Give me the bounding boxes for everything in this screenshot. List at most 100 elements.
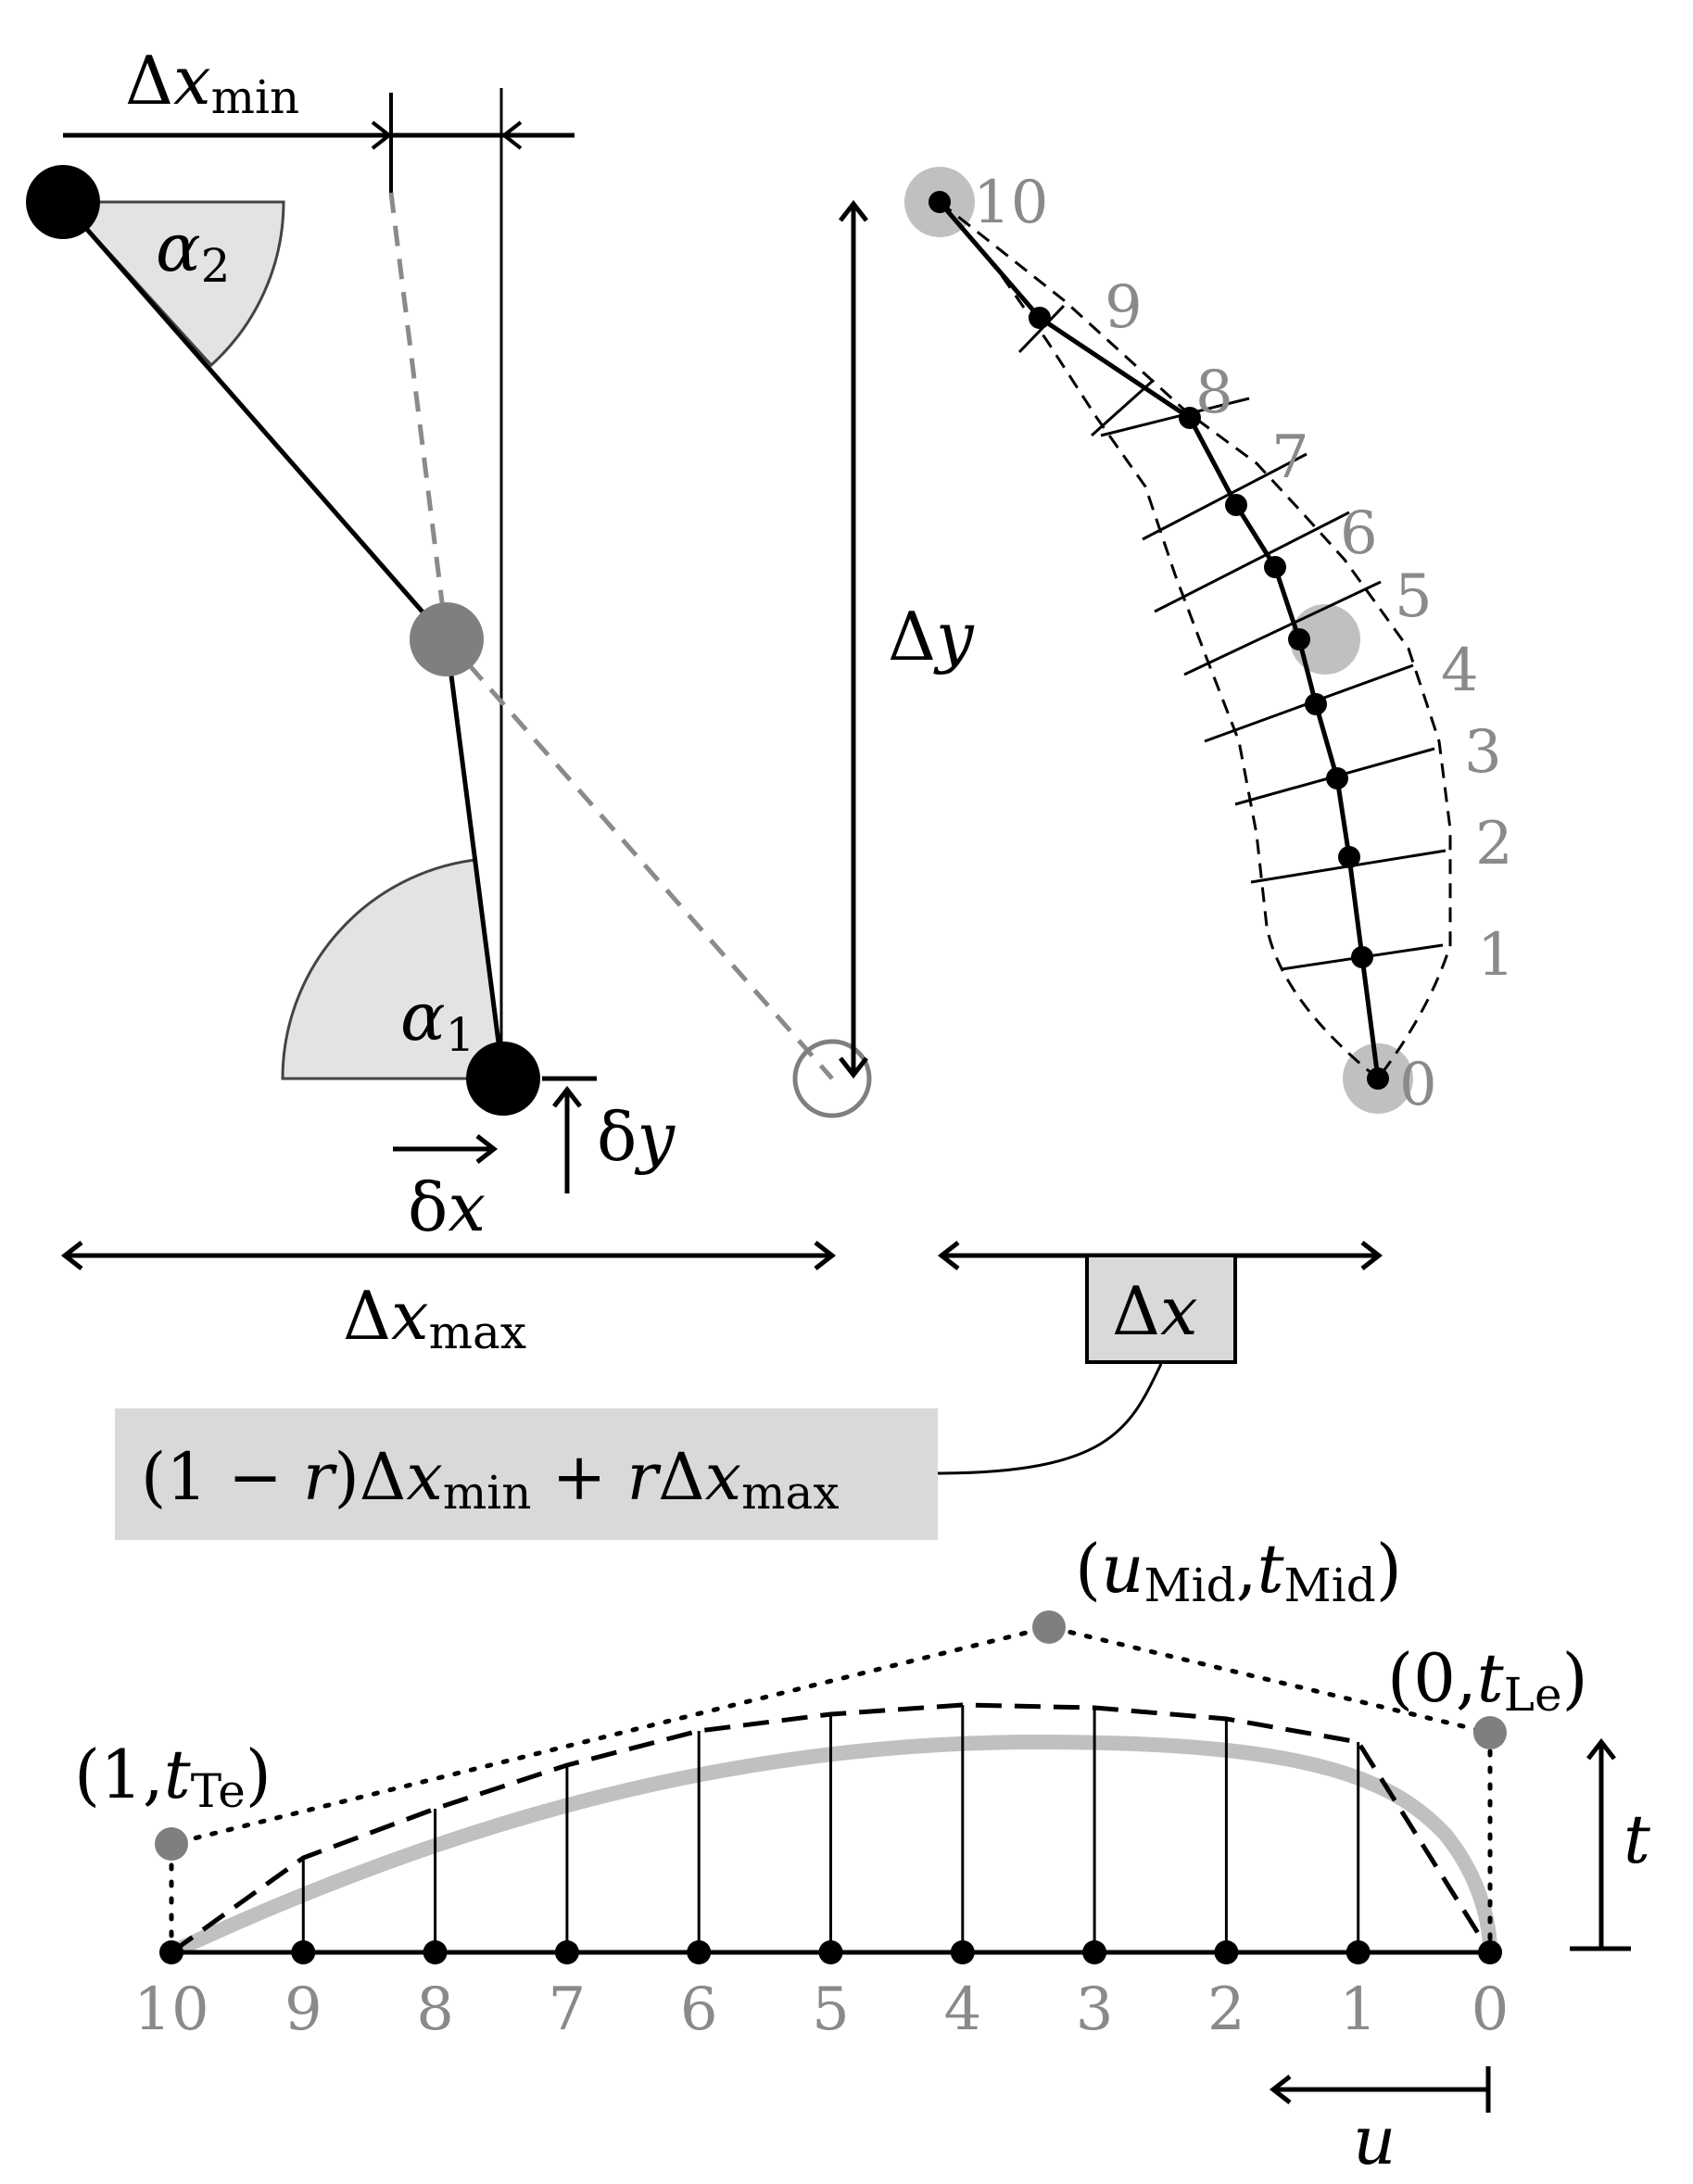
small-dx-label: δx — [408, 1168, 486, 1246]
baseline-point-0 — [159, 1940, 183, 1964]
delta-y-label: Δy — [888, 598, 975, 675]
blade-outline-upper — [939, 200, 1452, 1079]
camber-point-10 — [929, 191, 951, 213]
dx-max-label: Δxmax — [343, 1277, 526, 1359]
camber-point-2 — [1338, 846, 1360, 868]
section-number-0: 0 — [1399, 1051, 1437, 1119]
u-axis-label: u — [1353, 2102, 1396, 2179]
leading-point — [26, 165, 100, 239]
delta-y-arrowhead-bottom — [839, 1056, 868, 1079]
camber-point-3 — [1326, 767, 1348, 789]
le-control-point — [1473, 1716, 1507, 1749]
trailing-point — [466, 1042, 540, 1116]
thickness-verticals — [301, 1705, 1360, 1952]
open-target-point — [792, 1039, 872, 1118]
small-dy-label: δy — [597, 1098, 676, 1176]
section-number-8: 8 — [1195, 359, 1233, 427]
section-number-7: 7 — [1271, 423, 1309, 492]
mid-control-point — [1032, 1610, 1066, 1644]
angle-construction-panel: Δxmin α2 α1 Δy δy δx Δxmax — [26, 42, 975, 1359]
camber-point-8 — [1179, 407, 1201, 429]
baseline-number-0: 0 — [1472, 1976, 1510, 2044]
baseline-point-6 — [950, 1940, 975, 1964]
t-axis-label: t — [1624, 1800, 1651, 1878]
baseline-number-3: 3 — [1076, 1976, 1114, 2044]
alpha1-sector — [281, 858, 505, 1080]
section-number-4: 4 — [1441, 637, 1479, 705]
baseline-number-8: 8 — [416, 1976, 454, 2044]
dx-min-arrowhead-right — [500, 120, 523, 150]
baseline-number-4: 4 — [943, 1976, 981, 2044]
dx-max-arrowhead-left — [60, 1241, 83, 1270]
mid-point — [410, 602, 484, 676]
baseline-point-3 — [554, 1940, 579, 1964]
dx-small-arrowhead — [475, 1134, 499, 1164]
camber-points — [929, 191, 1389, 1090]
delta-x-box-label: Δx — [1112, 1272, 1198, 1350]
thickness-polyline — [170, 1702, 1493, 1955]
delta-x-arrowhead-right — [1360, 1241, 1383, 1270]
alpha2-sector — [59, 200, 285, 368]
delta-x-box — [1085, 1254, 1237, 1364]
delta-y-arrowhead-top — [839, 199, 868, 222]
le-control-label: (0,tLe) — [1387, 1639, 1588, 1722]
baseline-point-4 — [687, 1940, 712, 1964]
baseline-number-10: 10 — [133, 1976, 208, 2044]
section-number-1: 1 — [1477, 921, 1515, 990]
section-number-9: 9 — [1105, 273, 1143, 342]
lower-blade-segment — [444, 638, 506, 1079]
camber-point-4 — [1305, 693, 1327, 715]
dashed-diagonal-guide — [445, 638, 834, 1080]
cross-section-line-8 — [1100, 397, 1250, 437]
section-number-3: 3 — [1464, 718, 1502, 787]
te-control-label: (1,tTe) — [74, 1736, 272, 1818]
baseline-number-7: 7 — [549, 1976, 587, 2044]
section-number-5: 5 — [1395, 562, 1433, 631]
blade-outline-lower — [938, 201, 1379, 1080]
dx-max-arrowhead-right — [814, 1241, 837, 1270]
camber-point-0 — [1367, 1067, 1389, 1090]
formula-box: (1 − r)Δxmin + rΔxmax — [115, 1408, 938, 1540]
cross-section-line-10 — [1017, 304, 1066, 354]
section-number-6: 6 — [1340, 499, 1378, 568]
formula-background — [115, 1408, 938, 1540]
dx-min-arrowhead-left — [371, 120, 393, 150]
baseline-point-7 — [1082, 1940, 1107, 1964]
mid-control-label: (uMid,tMid) — [1075, 1530, 1402, 1612]
section-number-2: 2 — [1475, 810, 1513, 878]
camber-point-9 — [1029, 307, 1051, 329]
u-axis-arrowhead — [1269, 2075, 1292, 2104]
formula-text: (1 − r)Δxmin + rΔxmax — [141, 1439, 840, 1520]
baseline-point-10 — [1478, 1940, 1502, 1964]
section-number-10: 10 — [973, 169, 1048, 237]
dy-small-arrowhead — [552, 1085, 582, 1108]
thickness-curve-smooth — [164, 1734, 1497, 1960]
t-axis-arrowhead — [1586, 1737, 1616, 1761]
upper-blade-segment — [61, 200, 449, 641]
camber-point-7 — [1225, 494, 1247, 516]
baseline-point-1 — [291, 1940, 316, 1964]
baseline-point-8 — [1214, 1940, 1239, 1964]
control-highlight-mid — [1290, 604, 1360, 675]
cross-section-line-5 — [1183, 580, 1382, 676]
baseline-point-9 — [1346, 1940, 1371, 1964]
baseline-number-6: 6 — [680, 1976, 718, 2044]
formula-connector — [935, 1363, 1163, 1475]
baseline-number-1: 1 — [1339, 1976, 1377, 2044]
dashed-vertical-guide — [388, 192, 449, 640]
alpha2-label: α2 — [156, 208, 230, 293]
baseline-points — [159, 1940, 1502, 1964]
dx-min-label: Δxmin — [125, 42, 299, 124]
te-control-point — [155, 1827, 188, 1861]
camber-point-1 — [1351, 946, 1373, 968]
camber-point-5 — [1288, 628, 1310, 650]
delta-x-arrowhead-left — [937, 1241, 960, 1270]
baseline-number-5: 5 — [812, 1976, 850, 2044]
control-polygon — [169, 1624, 1493, 1955]
